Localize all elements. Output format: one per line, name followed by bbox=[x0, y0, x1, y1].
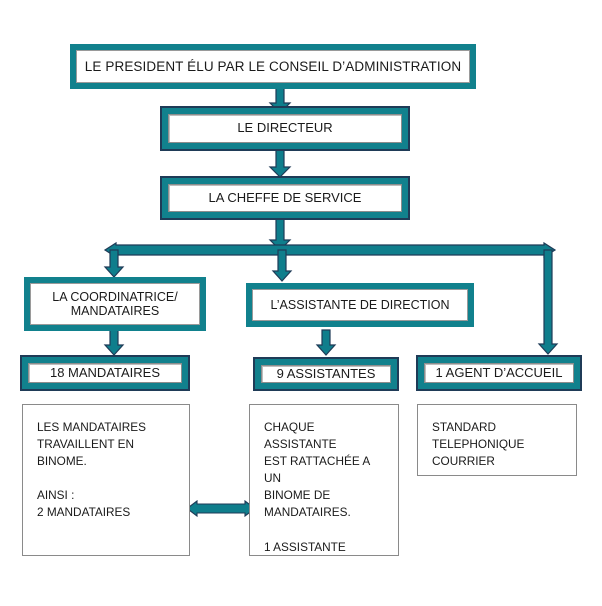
connector-distribution-bar bbox=[103, 241, 557, 261]
connector-binome-pairing bbox=[186, 499, 256, 518]
node-assistante-de-direction[interactable]: L’ASSISTANTE DE DIRECTION bbox=[246, 283, 474, 327]
node-mandataires-count-label: 18 MANDATAIRES bbox=[28, 363, 182, 383]
node-coordinatrice-label: LA COORDINATRICE/ MANDATAIRES bbox=[30, 283, 200, 325]
node-directeur-label: LE DIRECTEUR bbox=[168, 114, 402, 143]
note-assistantes: CHAQUE ASSISTANTE EST RATTACHÉE A UN BIN… bbox=[249, 404, 399, 556]
node-agent-accueil-count[interactable]: 1 AGENT D’ACCUEIL bbox=[416, 355, 582, 391]
node-assistantes-count[interactable]: 9 ASSISTANTES bbox=[253, 357, 399, 391]
node-assistante-de-direction-label: L’ASSISTANTE DE DIRECTION bbox=[252, 289, 468, 321]
node-cheffe-de-service[interactable]: LA CHEFFE DE SERVICE bbox=[160, 176, 410, 220]
connector-bar-to-assistante-direction bbox=[271, 249, 293, 282]
connector-coordinatrice-to-mandataires bbox=[103, 329, 125, 356]
node-mandataires-count[interactable]: 18 MANDATAIRES bbox=[20, 355, 190, 391]
node-agent-accueil-count-label: 1 AGENT D’ACCUEIL bbox=[424, 363, 574, 383]
connector-directeur-to-cheffe bbox=[268, 149, 292, 178]
node-president[interactable]: LE PRESIDENT ÉLU PAR LE CONSEIL D’ADMINI… bbox=[70, 44, 476, 89]
node-cheffe-de-service-label: LA CHEFFE DE SERVICE bbox=[168, 184, 402, 212]
connector-assistante-direction-to-assistantes bbox=[315, 329, 337, 356]
connector-bar-to-agent-accueil bbox=[537, 249, 559, 355]
node-president-label: LE PRESIDENT ÉLU PAR LE CONSEIL D’ADMINI… bbox=[76, 50, 470, 83]
note-accueil: STANDARD TELEPHONIQUE COURRIER bbox=[417, 404, 577, 476]
node-assistantes-count-label: 9 ASSISTANTES bbox=[261, 365, 391, 383]
node-directeur[interactable]: LE DIRECTEUR bbox=[160, 106, 410, 151]
note-mandataires: LES MANDATAIRES TRAVAILLENT EN BINOME. A… bbox=[22, 404, 190, 556]
node-coordinatrice[interactable]: LA COORDINATRICE/ MANDATAIRES bbox=[24, 277, 206, 331]
connector-bar-to-coordinatrice bbox=[103, 249, 125, 278]
